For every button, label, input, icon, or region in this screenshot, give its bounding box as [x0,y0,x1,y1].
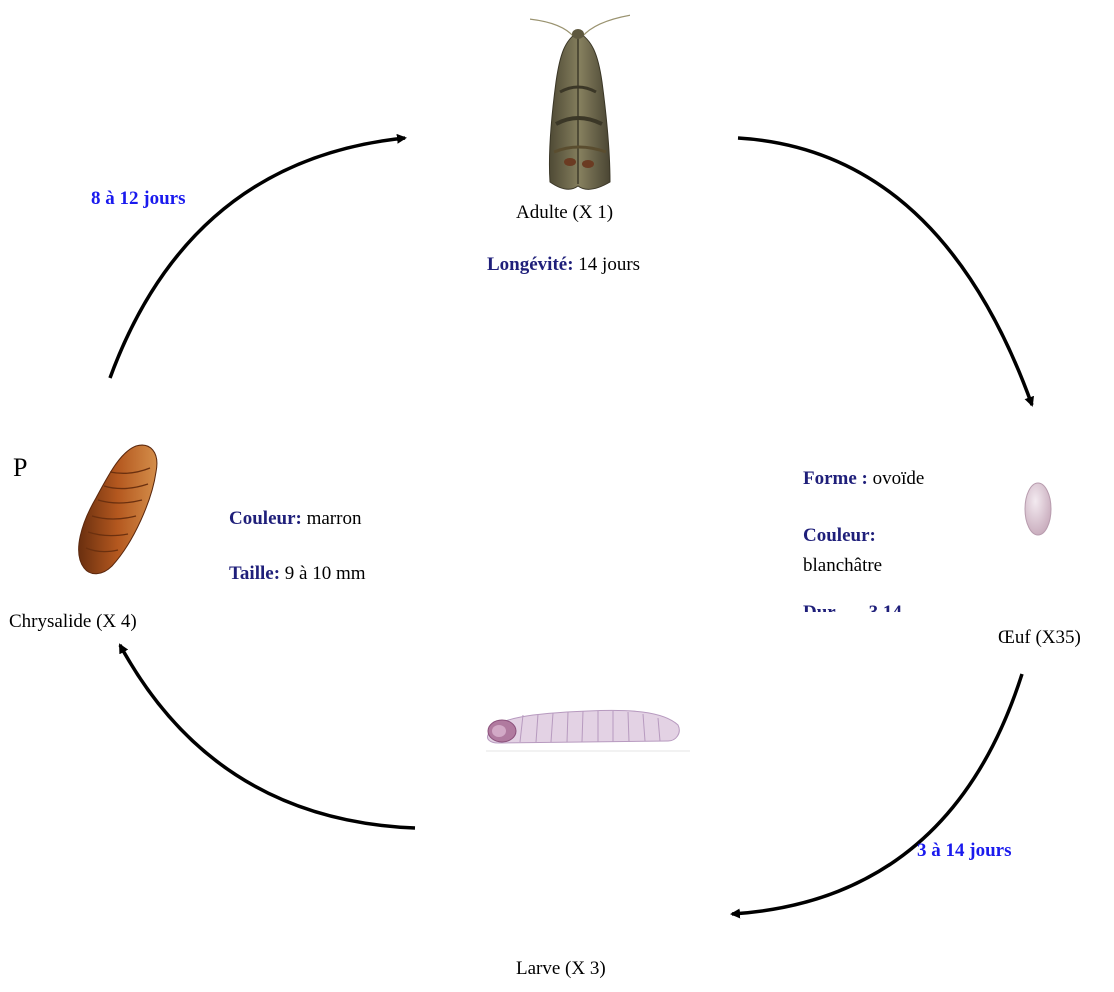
larva-icon [478,695,693,753]
duration-egg-to-larva: 3 à 14 jours [917,840,1011,862]
egg-caption: Œuf (X35) [998,627,1081,649]
egg-color-value: blanchâtre [803,555,882,577]
adult-longevity: Longévité: 14 jours [487,254,640,276]
egg-shape-label: Forme : [803,468,868,489]
arrow-adult-to-egg [738,138,1032,405]
adult-longevity-label: Longévité: [487,254,574,275]
egg-shape: Forme : ovoïde [803,468,924,490]
egg-shape-value: ovoïde [868,468,924,489]
moth-icon [530,12,630,197]
adult-longevity-value: 14 jours [574,254,641,275]
egg-color-label: Couleur: [803,525,876,547]
egg-icon [1018,477,1058,541]
pupa-icon [64,442,164,577]
egg-clipped-text: Dur . . . 3 14 [803,604,902,612]
duration-pupa-to-adult: 8 à 12 jours [91,188,185,210]
pupa-color-label: Couleur: [229,508,302,529]
pupa-size-value: 9 à 10 mm [280,563,366,584]
pupa-caption: Chrysalide (X 4) [9,611,137,633]
pupa-size: Taille: 9 à 10 mm [229,563,366,585]
arrow-egg-to-larva [732,674,1022,914]
pupa-letter: P [13,454,27,482]
pupa-color-value: marron [302,508,362,529]
arrow-pupa-to-adult [110,138,405,378]
pupa-color: Couleur: marron [229,508,361,530]
egg-clipped-line: Dur . . . 3 14 [800,604,978,612]
pupa-size-label: Taille: [229,563,280,584]
larva-caption: Larve (X 3) [516,958,606,980]
adult-caption: Adulte (X 1) [516,202,613,224]
arrow-larva-to-pupa [120,645,415,828]
